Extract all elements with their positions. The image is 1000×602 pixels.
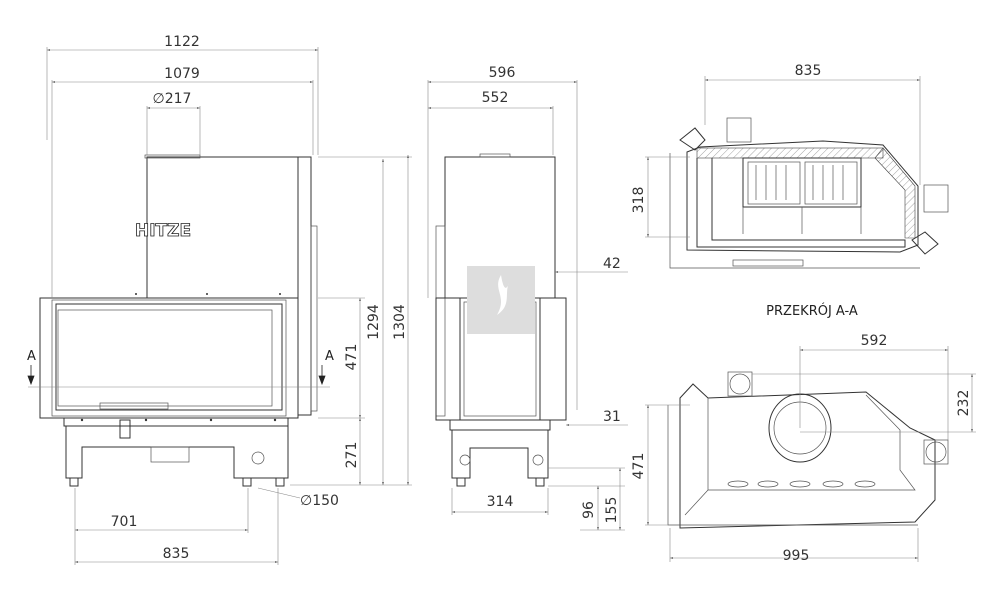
side-dimensions: 596 552 42 31 314 96 155 xyxy=(427,65,628,531)
dim-835: 835 xyxy=(163,546,190,562)
front-view: HITZE A A 1122 1079 ∅217 xyxy=(27,34,412,565)
air-grille xyxy=(99,402,169,410)
dim-1079: 1079 xyxy=(164,66,200,82)
section-arrow-left-icon xyxy=(27,365,35,386)
base-frame xyxy=(65,426,289,479)
flame-icon xyxy=(497,275,509,315)
top-view: 592 232 471 995 xyxy=(631,333,976,564)
side-view: 596 552 42 31 314 96 155 xyxy=(427,65,628,531)
glass-door xyxy=(55,303,283,411)
section-view: 835 318 PRZEKRÓJ A-A xyxy=(631,63,949,319)
dim-271: 271 xyxy=(344,442,360,469)
side-panel xyxy=(297,156,312,416)
dim-1294: 1294 xyxy=(366,304,382,340)
dim-552: 552 xyxy=(482,90,509,106)
base-rail xyxy=(63,417,289,427)
svg-text:A: A xyxy=(27,349,36,364)
dim-318: 318 xyxy=(631,187,647,214)
dim-section-835: 835 xyxy=(795,63,822,79)
hitze-logo: HITZE xyxy=(135,221,191,241)
leg xyxy=(69,477,79,487)
dim-42: 42 xyxy=(603,256,621,272)
dim-top-471: 471 xyxy=(631,453,647,480)
dim-596: 596 xyxy=(489,65,516,81)
dim-1304: 1304 xyxy=(392,304,408,340)
top-outline xyxy=(679,383,936,529)
dim-31: 31 xyxy=(603,409,621,425)
door-frame xyxy=(39,297,299,419)
front-dimensions: 1122 1079 ∅217 1294 1304 471 271 ∅150 70… xyxy=(46,34,412,565)
section-title: PRZEKRÓJ A-A xyxy=(766,303,858,319)
dim-1122: 1122 xyxy=(164,34,200,50)
dim-314: 314 xyxy=(487,494,514,510)
top-dimensions: 592 232 471 995 xyxy=(631,333,976,564)
dim-471: 471 xyxy=(344,344,360,371)
section-dimensions: 835 318 xyxy=(631,63,921,238)
section-arrow-right-icon xyxy=(318,365,326,386)
dim-155: 155 xyxy=(604,497,620,524)
flue-collar xyxy=(144,154,201,159)
svg-text:A: A xyxy=(325,349,334,364)
leg xyxy=(275,477,285,487)
dim-995: 995 xyxy=(783,548,810,564)
dim-592: 592 xyxy=(861,333,888,349)
leg xyxy=(242,477,252,487)
dim-701: 701 xyxy=(111,514,138,530)
dim-96: 96 xyxy=(581,501,597,519)
section-outline xyxy=(686,140,919,253)
dim-232: 232 xyxy=(956,390,972,417)
dim-inlet-diameter: ∅150 xyxy=(300,493,339,509)
air-inlet xyxy=(150,446,190,463)
dim-flue-diameter: ∅217 xyxy=(153,91,192,107)
